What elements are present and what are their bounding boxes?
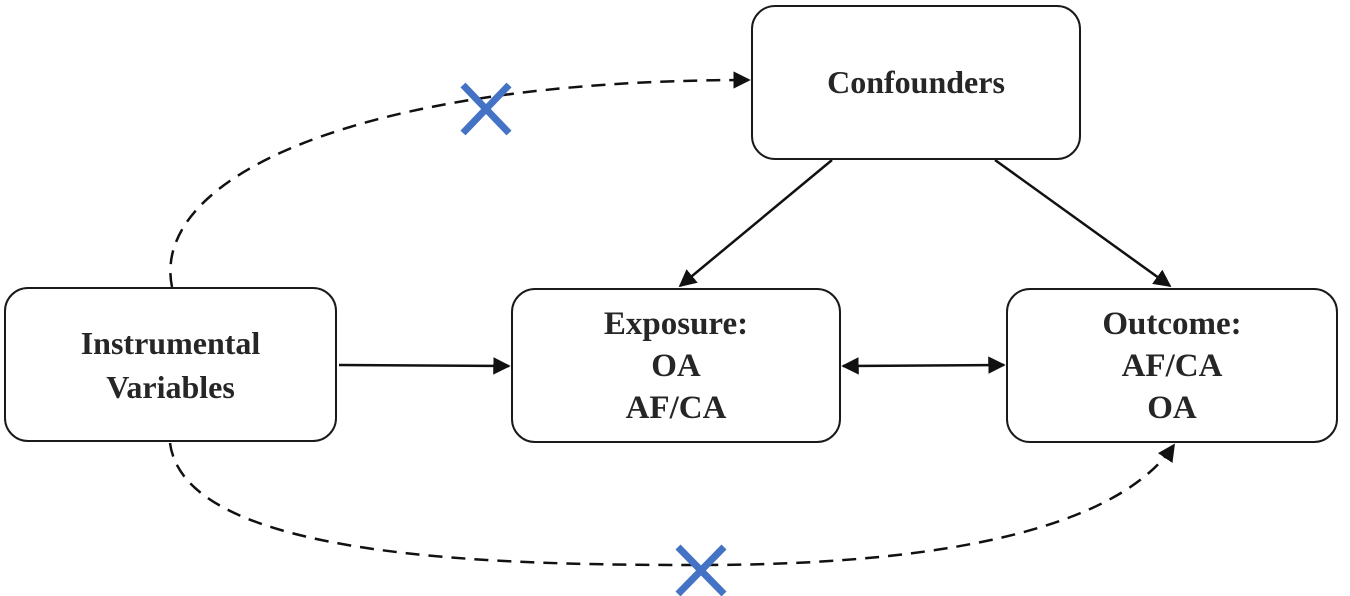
- node-exposure: Exposure: OA AF/CA: [511, 288, 841, 443]
- node-iv-label-line-2: Variables: [106, 368, 235, 405]
- node-iv-label-line-1: Instrumental: [80, 324, 261, 361]
- blocked-x-icon-bottom: [675, 544, 727, 596]
- node-exposure-label-line-2: OA: [651, 347, 701, 384]
- edge-confounders-to-exposure: [678, 159, 833, 288]
- node-confounders-label: Confounders: [827, 64, 1005, 100]
- blocked-x-icon-top: [460, 82, 512, 136]
- edge-iv-to-confounders: [169, 71, 751, 288]
- edge-iv-to-outcome: [168, 442, 1176, 567]
- node-outcome-label-line-2: AF/CA: [1121, 347, 1223, 384]
- edge-exposure-outcome: [841, 356, 1006, 375]
- node-confounders: Confounders: [751, 5, 1081, 160]
- node-outcome-label-line-1: Outcome:: [1102, 305, 1242, 342]
- node-outcome-label-line-3: OA: [1147, 389, 1197, 426]
- node-exposure-label-line-1: Exposure:: [603, 305, 749, 342]
- node-outcome: Outcome: AF/CA OA: [1006, 288, 1338, 443]
- edge-iv-to-exposure: [338, 357, 511, 375]
- edge-confounders-to-outcome: [994, 158, 1172, 288]
- node-exposure-label-line-3: AF/CA: [625, 389, 727, 426]
- node-instrumental-variables: Instrumental Variables: [4, 287, 337, 442]
